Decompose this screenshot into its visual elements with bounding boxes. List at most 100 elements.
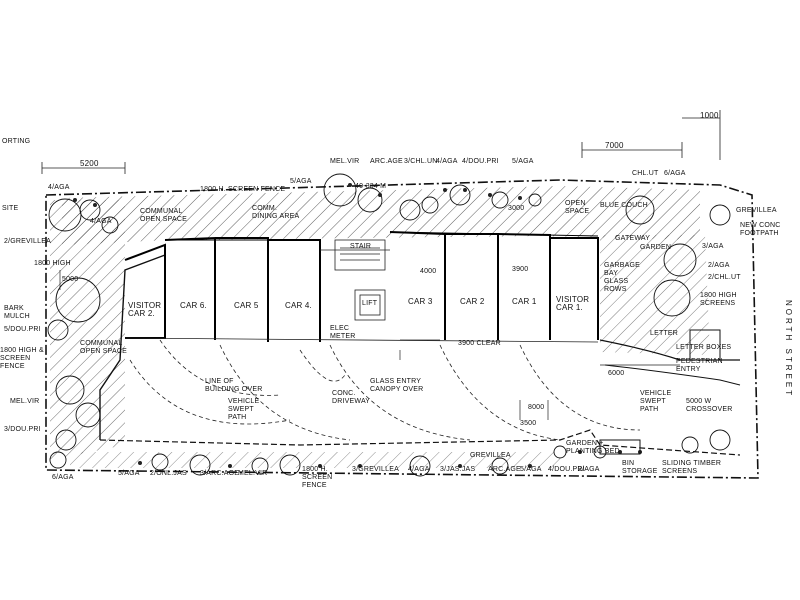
note-screens: 1800 HIGH SCREENS xyxy=(700,292,737,307)
plant-b-arc: 3/ARC.AGE xyxy=(200,470,240,477)
note-fence-left: 1800 HIGH & SCREEN FENCE xyxy=(0,347,44,370)
plant-l-pri: 5/DOU.PRI xyxy=(4,326,41,333)
plant-b-arc2: ARC.AGE xyxy=(488,466,521,473)
bin-storage-box xyxy=(599,439,641,455)
note-lift: LIFT xyxy=(362,300,378,307)
plant-t-chl3: 2/CHL.UT xyxy=(708,274,741,281)
shrub-dots xyxy=(73,183,642,468)
note-stair: STAIR xyxy=(350,243,372,250)
note-garbage: GARBAGE BAY xyxy=(604,262,641,277)
plant-t-aga5: 5/AGA xyxy=(512,158,534,165)
dim-7000: 7000 xyxy=(605,141,624,150)
room-car-5: CAR 5 xyxy=(234,301,259,310)
note-garden: GARDEN xyxy=(640,244,672,251)
plant-l-aga4: 4/AGA xyxy=(90,218,112,225)
dim-6000: 6000 xyxy=(608,370,625,377)
swept-path-right-2 xyxy=(604,364,741,386)
dim-4000: 4000 xyxy=(420,268,437,275)
swept-path-right xyxy=(599,339,740,361)
room-car-3: CAR 3 xyxy=(408,297,433,306)
note-letter: LETTER xyxy=(650,330,679,337)
note-glass-entry: GLASS ENTRY CANOPY OVER xyxy=(370,378,424,393)
plant-t-grev: GREVILLEA xyxy=(736,207,777,214)
plant-b-pri: 4/DOU.PRI xyxy=(548,466,585,473)
plant-l-grev: 2/GREVILLEA xyxy=(4,238,51,245)
note-pedestrian-entry: PEDESTRIAN ENTRY xyxy=(676,358,723,373)
vehicle-swept-arcs xyxy=(129,339,641,441)
note-communal-open-left: COMMUNAL OPEN SPACE xyxy=(80,340,127,355)
plant-b-aga6: 6/AGA xyxy=(52,474,74,481)
note-crossover: 5000 W CROSSOVER xyxy=(686,398,733,413)
note-sliding-screens: SLIDING TIMBER SCREENS xyxy=(662,460,722,475)
plant-b-grev: 3/GREVILLEA xyxy=(352,466,399,473)
note-communal-dining: COMM. DINING AREA xyxy=(252,205,300,220)
note-bin-storage: BIN STORAGE xyxy=(622,460,658,475)
dim-8000: 8000 xyxy=(528,404,545,411)
dim-5000: 5000 xyxy=(62,276,79,283)
note-open-space: OPEN SPACE xyxy=(565,200,590,215)
note-glass-rows: GLASS ROWS xyxy=(604,278,629,293)
inner-dims xyxy=(59,270,680,420)
plant-t-pri: 4/DOU.PRI xyxy=(462,158,499,165)
dim-1800h: 1800 HIGH xyxy=(34,260,71,267)
corner-text: orting xyxy=(2,138,31,145)
letter-box-structure xyxy=(689,329,721,361)
note-elec-meter: ELEC METER xyxy=(330,325,356,340)
note-garden-planting: GARDEN + PLANTING BED xyxy=(566,440,620,455)
plant-b-mel: MEL.VIR xyxy=(238,470,268,477)
note-vehicle-swept-path: VEHICLE SWEPT PATH xyxy=(640,390,672,413)
plant-t-chl2: CHL.UT xyxy=(632,170,659,177)
driveway-outline-bottom xyxy=(99,429,741,456)
dim-3900-clear: 3900 CLEAR xyxy=(458,340,501,347)
plant-t-aga4b: 4/AGA xyxy=(436,158,458,165)
note-blue-couch: BLUE COUCH xyxy=(600,202,648,209)
car-bays xyxy=(124,231,599,342)
plant-t-aga4: 4/AGA xyxy=(48,184,70,191)
dim-5200: 5200 xyxy=(80,159,99,168)
plant-t-aga5b: 5/AGA xyxy=(290,178,312,185)
top-dimensions xyxy=(41,110,721,174)
plant-b-aga4: 4/AGA xyxy=(408,466,430,473)
dim-3900: 3900 xyxy=(512,266,529,273)
dim-1000: 1000 xyxy=(700,111,719,120)
tree-canopies xyxy=(47,173,731,477)
plant-l-mel: MEL.VIR xyxy=(10,398,40,405)
plant-t-arc: ARC.AGE xyxy=(370,158,403,165)
note-bark-mulch: BARK MULCH xyxy=(4,305,30,320)
note-line-of-building: LINE OF BUILDING OVER xyxy=(205,378,263,393)
room-visitor-car-2: VISITOR CAR 2. xyxy=(128,301,162,318)
plant-t-chl: 3/CHL.UN xyxy=(404,158,438,165)
room-car-4: CAR 4. xyxy=(285,301,312,310)
note-fence-bottom: 1800 H. SCREEN FENCE xyxy=(302,466,333,489)
car-bay-thin xyxy=(124,239,599,343)
room-car-6: CAR 6. xyxy=(180,301,207,310)
room-car-2: CAR 2 xyxy=(460,297,485,306)
landscape-hatch-top xyxy=(62,186,700,245)
note-fence-top: 1800 H. SCREEN FENCE xyxy=(200,186,286,193)
note-vehicle-swept: VEHICLE SWEPT PATH xyxy=(228,398,260,421)
site-boundary xyxy=(45,179,759,479)
landscape-hatch-right xyxy=(600,235,710,355)
landscape-hatch-left xyxy=(50,200,125,460)
driveway-outline xyxy=(99,254,166,440)
note-communal-open: COMMUNAL OPEN SPACE xyxy=(140,208,187,223)
plant-b-jas: 2/ONL.JAS xyxy=(150,470,187,477)
note-new-conc-footpath: NEW CONC FOOTPATH xyxy=(740,222,781,237)
plant-b-aga5b: 5/AGA xyxy=(520,466,542,473)
dim-40334: 40-334 M xyxy=(355,183,387,190)
plant-l-pri2: 3/DOU.PRI xyxy=(4,426,41,433)
dim-3500: 3500 xyxy=(520,420,537,427)
plant-b-grev2: GREVILLEA xyxy=(470,452,511,459)
room-visitor-car-1: VISITOR CAR 1. xyxy=(556,295,590,312)
plant-b-jas2: 3/JAS.JAS xyxy=(440,466,476,473)
note-conc-driveway: CONC. DRIVEWAY xyxy=(332,390,371,405)
room-car-1: CAR 1 xyxy=(512,297,537,306)
plant-b-aga5: 5/AGA xyxy=(118,470,140,477)
plant-t-mel: MEL.VIR xyxy=(330,158,360,165)
landscape-hatch-bottom xyxy=(70,452,560,468)
note-letter-boxes: LETTER BOXES xyxy=(676,344,732,351)
plant-t-aga3: 3/AGA xyxy=(702,243,724,250)
dim-3000: 3000 xyxy=(508,205,525,212)
plant-t-aga6: 6/AGA xyxy=(664,170,686,177)
